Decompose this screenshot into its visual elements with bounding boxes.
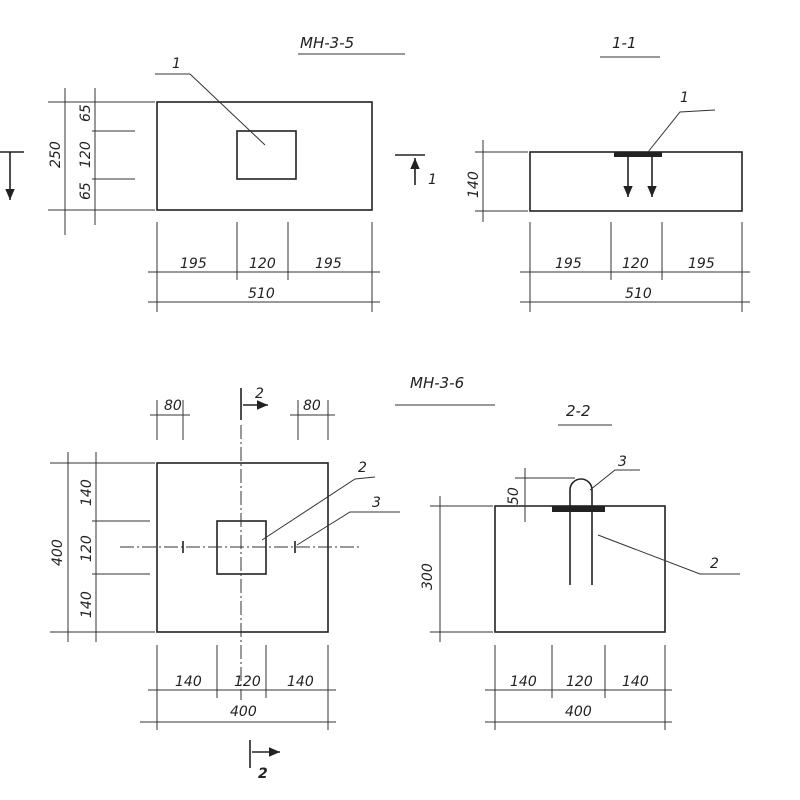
- dim-offset: 80: [303, 398, 321, 414]
- embedded-plate: [552, 506, 605, 512]
- section-mark-label: 1: [428, 172, 437, 188]
- dim-width-part: 195: [688, 256, 715, 272]
- leader-label: 2: [710, 556, 719, 572]
- section-mark-label: 2: [258, 766, 268, 782]
- leader-label: 2: [358, 460, 367, 476]
- dim-offset: 80: [164, 398, 182, 414]
- leader-line: [296, 511, 400, 546]
- lifting-loop: [569, 478, 593, 506]
- section-mark-label: 2: [255, 386, 264, 402]
- dim-width-part: 120: [566, 674, 593, 690]
- view-mn-3-5: МН-3-5 1 250 65 120 65 1 195 120 195 510: [0, 34, 437, 312]
- leader-label: 3: [618, 454, 627, 470]
- dim-width-part: 140: [510, 674, 537, 690]
- section-2-2: 2-2 3 2 50 300 140 120 140 400: [420, 402, 740, 730]
- dim-width-part: 195: [180, 256, 207, 272]
- embedded-part: [236, 130, 297, 180]
- dim-width-part: 120: [234, 674, 261, 690]
- leader-line: [647, 109, 716, 153]
- dim-width-part: 120: [249, 256, 276, 272]
- plate-outline: [156, 101, 373, 211]
- plate-outline: [529, 151, 743, 212]
- dim-loop-height: 50: [506, 487, 522, 505]
- dim-height-part: 65: [78, 104, 94, 122]
- view-title: 2-2: [566, 402, 591, 420]
- dim-height: 140: [466, 171, 482, 198]
- leader-label: 1: [680, 90, 689, 106]
- dim-width-total: 400: [565, 704, 592, 720]
- view-title: 1-1: [612, 34, 637, 52]
- embedded-plate: [614, 152, 662, 157]
- leader-line: [261, 476, 376, 541]
- dim-width-part: 140: [175, 674, 202, 690]
- dim-height-part: 120: [78, 141, 94, 168]
- leader-line: [597, 534, 740, 575]
- view-mn-3-6: МН-3-6 2 3 2 2 80 80 400 140 120 140: [50, 374, 495, 782]
- dim-width-part: 140: [287, 674, 314, 690]
- plate-outline: [494, 505, 666, 633]
- dim-width-total: 510: [248, 286, 275, 302]
- section-1-1: 1-1 1 140 195 120 195 510: [466, 34, 750, 312]
- dim-height-total: 400: [50, 539, 66, 566]
- dim-width-part: 120: [622, 256, 649, 272]
- dim-width-total: 510: [625, 286, 652, 302]
- leader-label: 1: [172, 56, 181, 72]
- leader-line: [155, 73, 266, 146]
- leader-label: 3: [372, 495, 381, 511]
- dim-width-total: 400: [230, 704, 257, 720]
- dim-width-part: 140: [622, 674, 649, 690]
- view-title: МН-3-5: [300, 34, 354, 52]
- dim-width-part: 195: [555, 256, 582, 272]
- dim-height: 300: [420, 563, 436, 590]
- leader-line: [589, 469, 640, 491]
- dim-height-total: 250: [48, 141, 64, 168]
- dim-height-part: 140: [79, 591, 95, 618]
- view-title: МН-3-6: [410, 374, 464, 392]
- dim-width-part: 195: [315, 256, 342, 272]
- dim-height-part: 120: [79, 535, 95, 562]
- dim-height-part: 140: [79, 479, 95, 506]
- dim-height-part: 65: [78, 182, 94, 200]
